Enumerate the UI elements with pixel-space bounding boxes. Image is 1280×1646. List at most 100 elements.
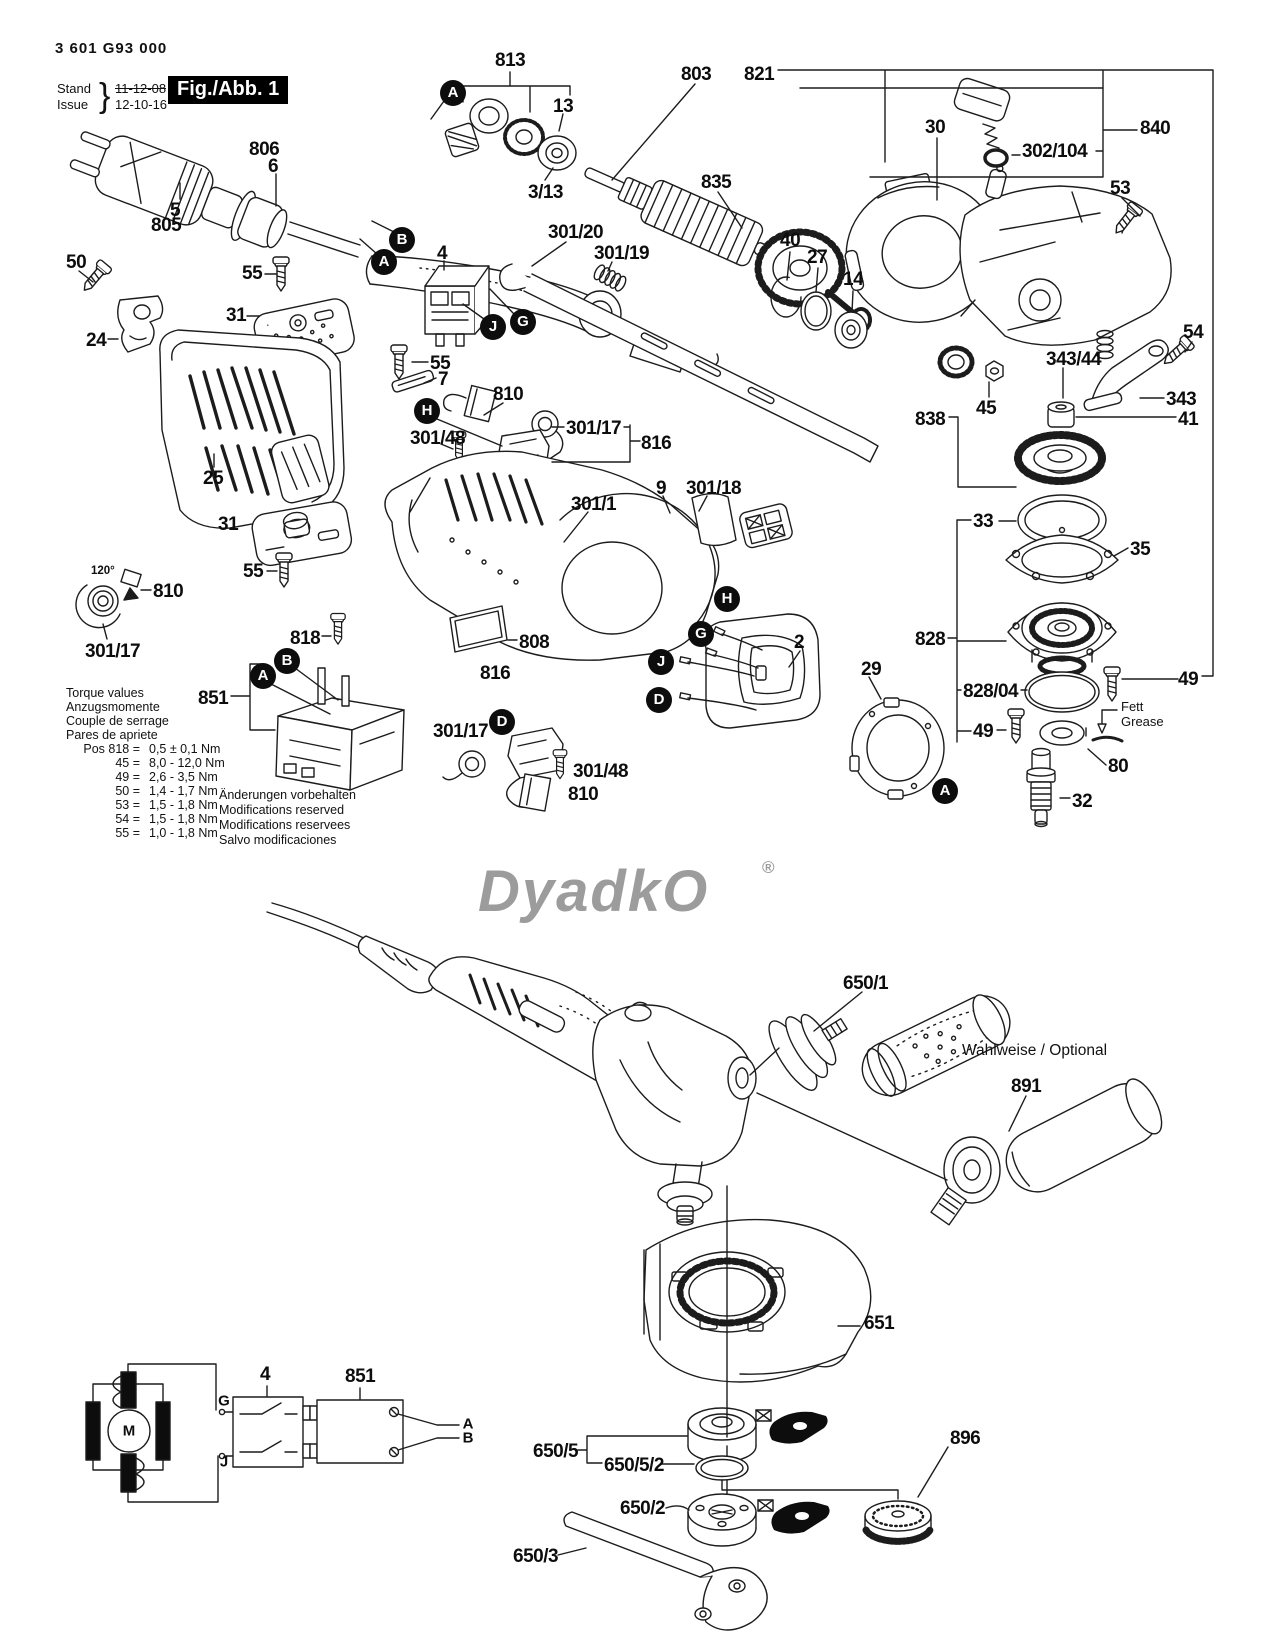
part-label-24: 24 bbox=[86, 330, 107, 351]
schematic-letter-J: J bbox=[219, 1453, 229, 1471]
connector-badge-A: A bbox=[371, 249, 397, 275]
leader-lines bbox=[78, 69, 1214, 1556]
part-spindle-32 bbox=[1026, 747, 1056, 828]
part-label-55: 55 bbox=[243, 561, 264, 582]
part-label-816: 816 bbox=[480, 663, 511, 684]
connector-badge-D: D bbox=[646, 687, 672, 713]
torque-row: 45 = 8,0 - 12,0 Nm bbox=[66, 756, 225, 770]
part-label-301-17: 301/17 bbox=[566, 418, 622, 439]
torque-row: 49 = 2,6 - 3,5 Nm bbox=[66, 770, 225, 784]
part-label-25: 25 bbox=[203, 468, 224, 489]
stand-issue-labels: Stand Issue bbox=[57, 81, 91, 113]
part-label-343: 343 bbox=[1166, 389, 1197, 410]
part-label-301-48: 301/48 bbox=[410, 428, 466, 449]
part-label-32: 32 bbox=[1072, 791, 1093, 812]
part-bearing-plate-29 bbox=[849, 697, 945, 800]
new-date: 12-10-16 bbox=[115, 97, 168, 112]
wiring-schematic bbox=[85, 1363, 460, 1503]
part-brush-plate-301-18 bbox=[739, 503, 793, 549]
torque-pos: 54 = bbox=[115, 812, 140, 826]
part-sleeve-41 bbox=[1047, 401, 1075, 428]
torque-value: 8,0 - 12,0 Nm bbox=[149, 756, 225, 770]
part-label-650-3: 650/3 bbox=[513, 1546, 559, 1567]
connector-badge-J: J bbox=[480, 314, 506, 340]
part-o-ring-828-04 bbox=[1024, 671, 1100, 713]
part-label-821: 821 bbox=[744, 64, 775, 85]
part-lock-lever-343 bbox=[1083, 329, 1169, 412]
torque-row: 54 = 1,5 - 1,8 Nm bbox=[66, 812, 225, 826]
part-label-301-18: 301/18 bbox=[686, 478, 742, 499]
part-label-301-17: 301/17 bbox=[85, 641, 141, 662]
part-label-plate-808 bbox=[449, 605, 508, 653]
connector-badge-J: J bbox=[648, 649, 674, 675]
part-label-650-2: 650/2 bbox=[620, 1498, 666, 1519]
part-label-301-48: 301/48 bbox=[573, 761, 629, 782]
part-label-53: 53 bbox=[1110, 178, 1131, 199]
part-label-803: 803 bbox=[681, 64, 712, 85]
part-label-302-104: 302/104 bbox=[1022, 141, 1088, 162]
watermark-logo: DyadkO bbox=[478, 859, 710, 924]
figure-badge: Fig./Abb. 1 bbox=[168, 76, 289, 104]
torque-pos: 55 = bbox=[115, 826, 140, 840]
connector-badge-H: H bbox=[414, 398, 440, 424]
torque-row: 53 =1,5 - 1,8 Nm bbox=[66, 798, 225, 812]
part-release-rod-301-20 bbox=[499, 263, 879, 463]
torque-value: 2,6 - 3,5 Nm bbox=[149, 770, 218, 784]
schematic-letter-M: M bbox=[122, 1422, 136, 1440]
part-cover-31-bottom bbox=[251, 501, 353, 567]
part-pin-wrench-650-3 bbox=[563, 1511, 768, 1631]
connector-badge-B: B bbox=[274, 648, 300, 674]
grease-label-en: Grease bbox=[1121, 714, 1164, 729]
torque-row: 55 =1,0 - 1,8 Nm bbox=[66, 826, 225, 840]
part-label-838: 838 bbox=[915, 409, 946, 430]
torque-pos: 50 = bbox=[115, 784, 140, 798]
part-quick-nut-896 bbox=[862, 1500, 934, 1545]
torque-value: 1,5 - 1,8 Nm bbox=[149, 812, 218, 826]
torque-row: Pos 818 =0,5 ± 0,1 Nm bbox=[66, 742, 225, 756]
torque-pos: 45 = bbox=[115, 756, 140, 770]
part-label-650-1: 650/1 bbox=[843, 973, 889, 994]
part-label-4: 4 bbox=[260, 1364, 271, 1385]
part-label-650-5: 650/5 bbox=[533, 1441, 579, 1462]
part-retaining-ring-40 bbox=[770, 276, 802, 318]
part-label-851: 851 bbox=[198, 688, 229, 709]
part-label-55: 55 bbox=[242, 263, 263, 284]
connector-badge-H: H bbox=[714, 586, 740, 612]
part-label-3-13: 3/13 bbox=[528, 182, 563, 203]
part-side-handle-650-1 bbox=[768, 994, 1011, 1097]
part-crown-gear-838 bbox=[1014, 431, 1106, 485]
part-label-50: 50 bbox=[66, 252, 87, 273]
part-bearing-14 bbox=[834, 311, 868, 349]
part-o-ring-27 bbox=[800, 291, 832, 331]
old-date: 11-12-08 bbox=[115, 81, 167, 96]
part-label-13: 13 bbox=[553, 96, 574, 117]
part-label-301-17: 301/17 bbox=[433, 721, 489, 742]
registered-mark: ® bbox=[762, 858, 775, 877]
part-clamping-flange-650-2 bbox=[687, 1493, 757, 1547]
stand-label: Stand bbox=[57, 81, 91, 96]
part-label-810: 810 bbox=[568, 784, 599, 805]
part-label-49: 49 bbox=[973, 721, 994, 742]
part-flange-plate-35 bbox=[1005, 534, 1119, 584]
part-label-891: 891 bbox=[1011, 1076, 1042, 1097]
part-label-343-44: 343/44 bbox=[1046, 349, 1102, 370]
grease-label-de: Fett bbox=[1121, 699, 1144, 714]
part-o-ring-650-5-2 bbox=[695, 1455, 749, 1481]
part-label-54: 54 bbox=[1183, 322, 1204, 343]
part-label-30: 30 bbox=[925, 117, 946, 138]
torque-pos: 49 = bbox=[115, 770, 140, 784]
part-label-816: 816 bbox=[641, 433, 672, 454]
part-label-650-5-2: 650/5/2 bbox=[604, 1455, 664, 1476]
note-line: Modifications reservees bbox=[219, 818, 351, 832]
part-brush-group-816-bottom bbox=[442, 727, 568, 812]
part-label-301-19: 301/19 bbox=[594, 243, 650, 264]
part-label-6: 6 bbox=[268, 156, 279, 177]
part-label-813: 813 bbox=[495, 50, 526, 71]
connector-badge-A: A bbox=[440, 80, 466, 106]
part-label-45: 45 bbox=[976, 398, 997, 419]
part-field-stator-2 bbox=[679, 613, 821, 729]
connector-badge-G: G bbox=[688, 621, 714, 647]
part-label-35: 35 bbox=[1130, 539, 1151, 560]
